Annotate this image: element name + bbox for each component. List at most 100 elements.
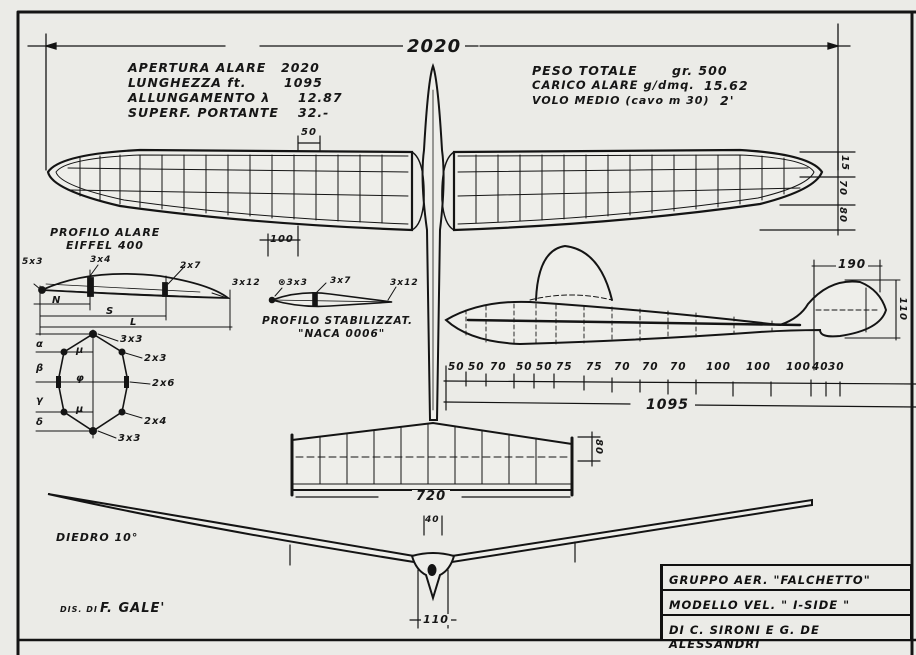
wing-profile-drawing (33, 264, 233, 336)
overall-span-label: 2020 (403, 38, 466, 56)
angle-label: β (36, 363, 45, 374)
spec-label: LUNGHEZZA ft. (128, 75, 247, 90)
stringer-label: 2x4 (144, 416, 168, 427)
tip-dim-80: 80 (836, 207, 848, 223)
stabilizer-top-view (290, 421, 601, 498)
station-label: N (52, 295, 62, 306)
section-label: φ (76, 373, 85, 384)
segment-length-label: 75 (586, 361, 603, 373)
segment-length-label: 70 (490, 361, 507, 373)
center-offset-label: 100 (270, 234, 294, 245)
stringer-label: 3x3 (118, 433, 142, 444)
specs-left: APERTURA ALARE 2020 LUNGHEZZA ft. 1095 A… (128, 60, 368, 122)
spec-row: PESO TOTALE gr. 500 (532, 63, 792, 80)
segment-length-label: 70 (670, 361, 687, 373)
spec-label: PESO TOTALE (532, 63, 638, 78)
station-label: L (130, 317, 138, 328)
spec-row: CARICO ALARE g/dmq. 15.62 (532, 78, 792, 95)
spar-label: 3x4 (90, 255, 112, 265)
segment-length-label: 50 (536, 361, 553, 373)
spec-label: VOLO MEDIO (cavo m 30) (532, 94, 710, 107)
span-dimension-line (27, 23, 851, 171)
stab-span-label: 720 (412, 490, 451, 503)
nose-length-label: 190 (836, 257, 869, 271)
wing-dimension-marks (259, 135, 856, 257)
stringer-label: 2x3 (144, 353, 168, 364)
stab-spar-label: 3x7 (330, 276, 352, 286)
spec-value: 12.87 (298, 90, 343, 105)
spec-value: 2020 (281, 60, 320, 75)
title-block-row: MODELLO VEL. " I-SIDE " (660, 589, 912, 616)
title-line: GRUPPO AER. "FALCHETTO" (669, 573, 871, 587)
segment-length-label: 40 (812, 361, 829, 373)
stab-spar-label: ⊗3x3 (278, 278, 308, 288)
fuselage-top-view (411, 63, 455, 421)
spec-label: APERTURA ALARE (128, 60, 267, 75)
fuselage-segment-dimension-line (443, 365, 916, 411)
spec-row: LUNGHEZZA ft. 1095 (128, 75, 368, 92)
segment-length-label: 100 (746, 361, 771, 373)
segment-length-label: 100 (786, 361, 811, 373)
dihedral-label: DIEDRO 10° (56, 531, 139, 544)
stringer-label: 3x3 (120, 334, 144, 345)
spar-label: 5x3 (22, 257, 44, 267)
spar-label: 3x12 (232, 278, 261, 288)
stab-chord-label: 80 (592, 439, 604, 455)
title-line: DI C. SIRONI E G. DE ALESSANDRI (669, 623, 820, 651)
drawn-by-name: F. GALE' (100, 601, 166, 616)
wing-profile-subtitle: EIFFEL 400 (66, 239, 144, 252)
spec-label: CARICO ALARE g/dmq. (532, 78, 695, 92)
angle-label: α (36, 339, 44, 350)
spec-row: APERTURA ALARE 2020 (128, 60, 368, 77)
specs-right: PESO TOTALE gr. 500 CARICO ALARE g/dmq. … (532, 63, 792, 110)
stab-profile-subtitle: "NACA 0006" (298, 328, 386, 340)
segment-length-label: 70 (642, 361, 659, 373)
wing-profile-title: PROFILO ALARE (50, 226, 161, 239)
spec-label: ALLUNGAMENTO λ (128, 90, 271, 105)
segment-length-label: 30 (828, 361, 845, 373)
spec-value: 15.62 (704, 78, 749, 93)
fuselage-width-label: 110 (421, 613, 451, 626)
drawn-by-prefix: DIS. DI (60, 605, 98, 614)
segment-length-label: 50 (448, 361, 465, 373)
segment-length-label: 70 (614, 361, 631, 373)
main-wing-right (452, 148, 824, 232)
station-label: S (106, 306, 115, 317)
segment-length-label: 50 (516, 361, 533, 373)
title-block-row: DI C. SIRONI E G. DE ALESSANDRI (660, 614, 912, 651)
rib-spacing-label: 50 (301, 127, 317, 138)
spec-value: 32.- (298, 105, 330, 120)
stab-spar-label: 3x12 (390, 278, 419, 288)
stringer-label: 2x6 (152, 378, 176, 389)
pylon-width-label: 40 (425, 515, 440, 525)
tip-dim-70: 70 (836, 180, 848, 196)
front-view (47, 493, 813, 629)
spec-value: 1095 (284, 75, 323, 90)
sheet-border (16, 10, 916, 655)
spec-row: SUPERF. PORTANTE 32.- (128, 105, 368, 122)
fuselage-cross-section (35, 329, 151, 439)
segment-length-label: 100 (706, 361, 731, 373)
spec-label: SUPERF. PORTANTE (128, 105, 279, 120)
spec-value: gr. 500 (672, 63, 728, 78)
segment-length-label: 75 (556, 361, 573, 373)
segment-length-label: 50 (468, 361, 485, 373)
angle-label: γ (36, 395, 44, 406)
title-line: MODELLO VEL. " I-SIDE " (669, 598, 851, 612)
total-length-label: 1095 (640, 398, 695, 412)
fuselage-side-view (444, 244, 901, 371)
stabilizer-profile-drawing (268, 282, 397, 308)
spec-row: VOLO MEDIO (cavo m 30) 2' (532, 93, 792, 110)
section-label: μ (76, 345, 85, 356)
section-label: μ (76, 404, 85, 415)
spar-label: 2x7 (180, 261, 202, 271)
title-block-row: GRUPPO AER. "FALCHETTO" (660, 564, 912, 591)
spec-value: 2' (720, 93, 735, 108)
nose-height-label: 110 (896, 297, 908, 321)
spec-row: ALLUNGAMENTO λ 12.87 (128, 90, 368, 107)
angle-label: δ (36, 417, 44, 428)
tip-dim-15: 15 (838, 155, 850, 171)
